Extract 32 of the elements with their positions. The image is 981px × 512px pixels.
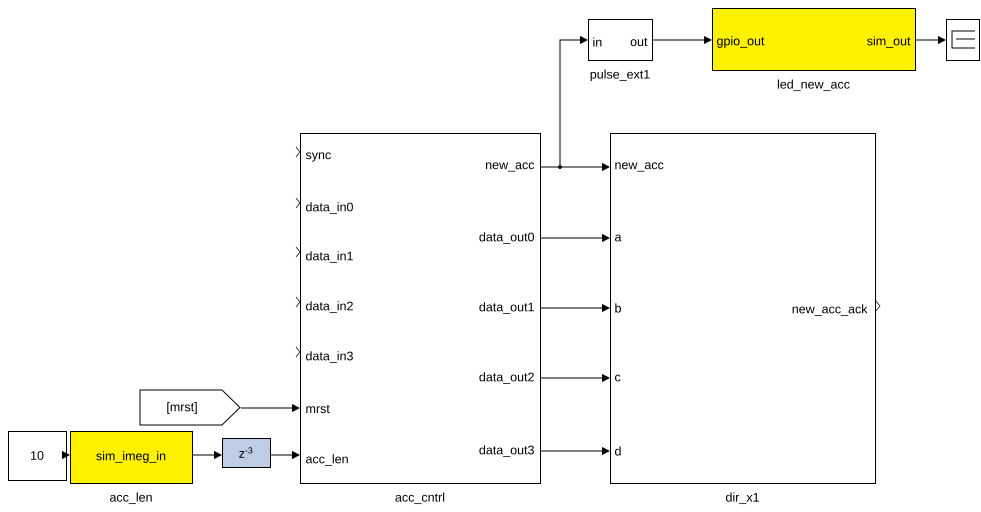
port-label: new_acc — [615, 162, 664, 172]
port-label: sync — [306, 152, 331, 162]
port-label: data_in0 — [306, 202, 353, 214]
delay-block: z$^{-3}$ — [222, 438, 271, 468]
port-label: data_in1 — [306, 251, 353, 263]
port-label: gpio_out — [717, 36, 764, 48]
port-label: mrst — [306, 404, 330, 414]
port-label: data_out2 — [479, 372, 534, 384]
port-label: a — [615, 234, 622, 242]
port-label: in — [593, 37, 602, 47]
port-label: new_acc_ack — [792, 304, 868, 316]
port-label: data_out0 — [479, 232, 534, 244]
port-label: b — [615, 303, 621, 313]
port-label: sim_out — [867, 36, 910, 48]
block-name: dir_x1 — [726, 492, 759, 504]
goto-tag: [mrst] — [140, 390, 241, 426]
port-label: data_out1 — [479, 302, 534, 314]
block-name: acc_cntrl — [396, 492, 444, 504]
port-label: new_acc — [486, 162, 534, 172]
port-label: data_in2 — [306, 301, 353, 313]
block-name: led_new_acc — [778, 80, 850, 92]
block: sim_imeg_in — [70, 431, 193, 484]
port-label: data_out3 — [479, 445, 534, 457]
terminator-block — [946, 19, 980, 61]
block-name: pulse_ext1 — [590, 70, 650, 82]
port-label: out — [630, 38, 648, 46]
port-label: c — [615, 374, 620, 382]
port-label: data_in3 — [306, 351, 353, 363]
port-label: acc_len — [306, 454, 348, 466]
constant-block: 10 — [8, 431, 67, 481]
block-name: acc_len — [110, 492, 152, 504]
port-label: d — [615, 446, 621, 456]
